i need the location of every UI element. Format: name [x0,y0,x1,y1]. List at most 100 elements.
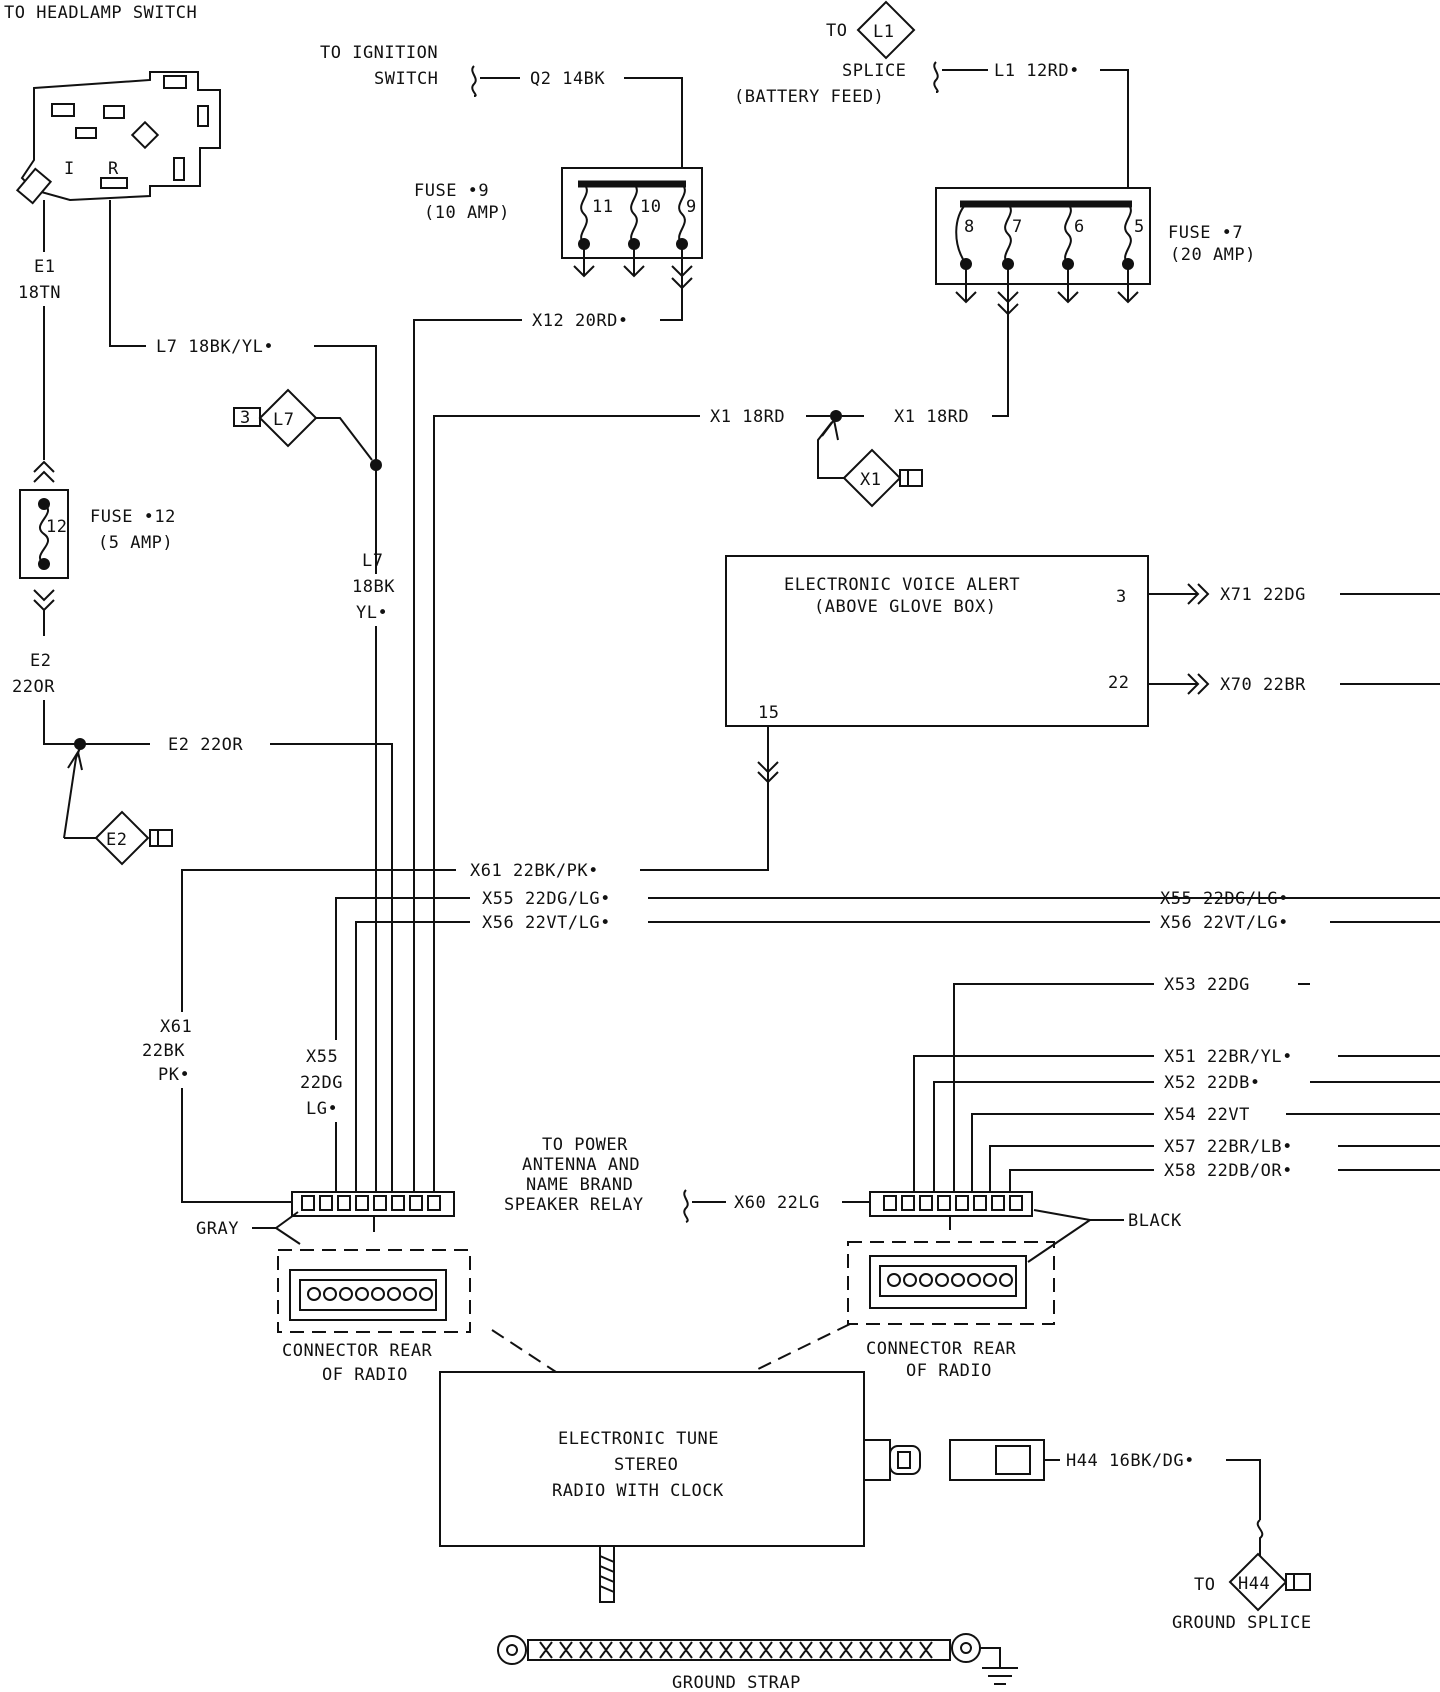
wire-x1: X1 18RD X1 18RD X1 [433,314,1009,1196]
x61-vert-label: X61 [160,1017,192,1037]
l7-connector-label: L7 [273,410,294,430]
connector-black: BLACK CONNECTOR REAR OF RADIO [847,1191,1182,1381]
fuse-7-pin-8: 8 [964,217,975,237]
x54-wire-label: X54 22VT [1164,1105,1250,1125]
battery-connector-label: L1 [873,22,894,42]
ground-strap: GROUND STRAP [497,1633,1018,1692]
x55-vert-color: LG• [306,1099,338,1119]
x51-wire-label: X51 22BR/YL• [1164,1047,1293,1067]
eva-pin-22: 22 [1108,673,1129,693]
x71-wire-label: X71 22DG [1220,585,1306,605]
x53-wire-label: X53 22DG [1164,975,1250,995]
wire-x12: X12 20RD• [413,290,683,1196]
l7-vert-color: YL• [356,603,388,623]
fuse-9-pin-11: 11 [592,197,613,217]
fuse-9: FUSE •9 (10 AMP) 11 10 9 [414,167,703,290]
wire-e2: E2 22OR E2 22OR E2 [12,651,393,1196]
fuse-12: 12 FUSE •12 (5 AMP) [19,489,176,636]
connector-gray: GRAY CONNECTOR REAR OF RADIO [196,1191,471,1385]
battery-to-label: TO [826,21,847,41]
ignition-switch-feed: TO IGNITION SWITCH Q2 14BK [320,43,683,184]
wire-x55-x56: X55 22DG/LG• X55 22DG/LG• X55 22DG LG• X… [300,889,1440,1196]
eva-pin-3: 3 [1116,587,1127,607]
fuse-9-pin-10: 10 [640,197,661,217]
e2-gauge: 22OR [12,677,55,697]
radio-unit: ELECTRONIC TUNE STEREO RADIO WITH CLOCK [439,1371,921,1603]
fuse-7-pin-7: 7 [1012,217,1023,237]
battery-feed-label: (BATTERY FEED) [734,87,884,107]
eva-title: ELECTRONIC VOICE ALERT [784,575,1020,595]
x52-wire-label: X52 22DB• [1164,1073,1261,1093]
q2-wire-label: Q2 14BK [530,69,605,89]
wire-l7: L7 18BK/YL• L7 18BK YL• 3 L7 [109,200,395,1196]
fuse-12-label: FUSE •12 [90,507,176,527]
power-antenna-line-1: TO POWER [542,1135,628,1155]
wire-x61: X61 22BK/PK• X61 22BK PK• [142,782,769,1203]
fuse-12-pin: 12 [46,517,67,537]
x60-wire-label: X60 22LG [734,1193,820,1213]
l1-wire-label: L1 12RD• [994,61,1080,81]
conn-right-label-2: OF RADIO [906,1361,992,1381]
power-antenna-feed: TO POWER ANTENNA AND NAME BRAND SPEAKER … [504,1135,870,1223]
l7-vert-label: L7 [362,551,383,571]
power-antenna-line-2: ANTENNA AND [522,1155,640,1175]
x12-wire-label: X12 20RD• [532,311,629,331]
fuse-9-pin-9: 9 [686,197,697,217]
fuse-7: FUSE •7 (20 AMP) 8 7 6 5 [935,187,1255,316]
ignition-label-2: SWITCH [374,69,438,89]
h44-wire-label: H44 16BK/DG• [1066,1451,1195,1471]
power-antenna-line-3: NAME BRAND [526,1175,633,1195]
electronic-voice-alert: ELECTRONIC VOICE ALERT (ABOVE GLOVE BOX)… [725,555,1440,784]
fuse-7-pin-6: 6 [1074,217,1085,237]
fuse-7-label: FUSE •7 [1168,223,1243,243]
e2-horiz-label: E2 22OR [168,735,243,755]
x56-right-label: X56 22VT/LG• [1160,913,1289,933]
ground-strap-label: GROUND STRAP [672,1673,801,1692]
wire-e1: E1 18TN [18,200,61,483]
fuse-7-pin-5: 5 [1134,217,1145,237]
e2-label: E2 [30,651,51,671]
x1-left-label: X1 18RD [710,407,785,427]
l7-horiz-label: L7 18BK/YL• [156,337,274,357]
fuse-9-label: FUSE •9 [414,181,489,201]
x55-vert-label: X55 [306,1047,338,1067]
x61-horiz-label: X61 22BK/PK• [470,861,599,881]
black-label: BLACK [1128,1211,1182,1231]
headlamp-pin-i: I [64,159,75,179]
ignition-label-1: TO IGNITION [320,43,438,63]
radio-label-3: RADIO WITH CLOCK [552,1481,724,1501]
e2-connector-label: E2 [106,830,127,850]
conn-left-label-1: CONNECTOR REAR [282,1341,433,1361]
e1-label: E1 [34,257,55,277]
ground-splice-label: GROUND SPLICE [1172,1613,1312,1633]
radio-label-1: ELECTRONIC TUNE [558,1429,719,1449]
e1-gauge: 18TN [18,283,61,303]
l7-vert-gauge: 18BK [352,577,395,597]
x1-connector-label: X1 [860,470,881,490]
radio-label-2: STEREO [614,1455,678,1475]
fuse-9-amp: (10 AMP) [424,203,510,223]
x61-vert-gauge: 22BK [142,1041,185,1061]
x55-vert-gauge: 22DG [300,1073,343,1093]
power-antenna-line-4: SPEAKER RELAY [504,1195,644,1215]
eva-location: (ABOVE GLOVE BOX) [814,597,997,617]
right-connector-wires: X53 22DG X51 22BR/YL• X52 22DB• X54 22VT… [913,975,1440,1192]
x70-wire-label: X70 22BR [1220,675,1306,695]
x58-wire-label: X58 22DB/OR• [1164,1161,1293,1181]
eva-pin-15: 15 [758,703,779,723]
x55-right-label: X55 22DG/LG• [1160,889,1289,909]
h44-ground: H44 16BK/DG• TO H44 GROUND SPLICE [949,1439,1312,1633]
l7-connector-num: 3 [240,408,251,428]
splice-label: SPLICE [842,61,906,81]
x56-mid-label: X56 22VT/LG• [482,913,611,933]
x57-wire-label: X57 22BR/LB• [1164,1137,1293,1157]
x55-mid-label: X55 22DG/LG• [482,889,611,909]
x61-vert-color: PK• [158,1065,190,1085]
headlamp-switch-label: TO HEADLAMP SWITCH [4,3,197,23]
headlamp-pin-r: R [108,159,119,179]
gray-label: GRAY [196,1219,239,1239]
conn-left-label-2: OF RADIO [322,1365,408,1385]
headlamp-switch: TO HEADLAMP SWITCH I R [4,3,221,205]
conn-right-label-1: CONNECTOR REAR [866,1339,1017,1359]
